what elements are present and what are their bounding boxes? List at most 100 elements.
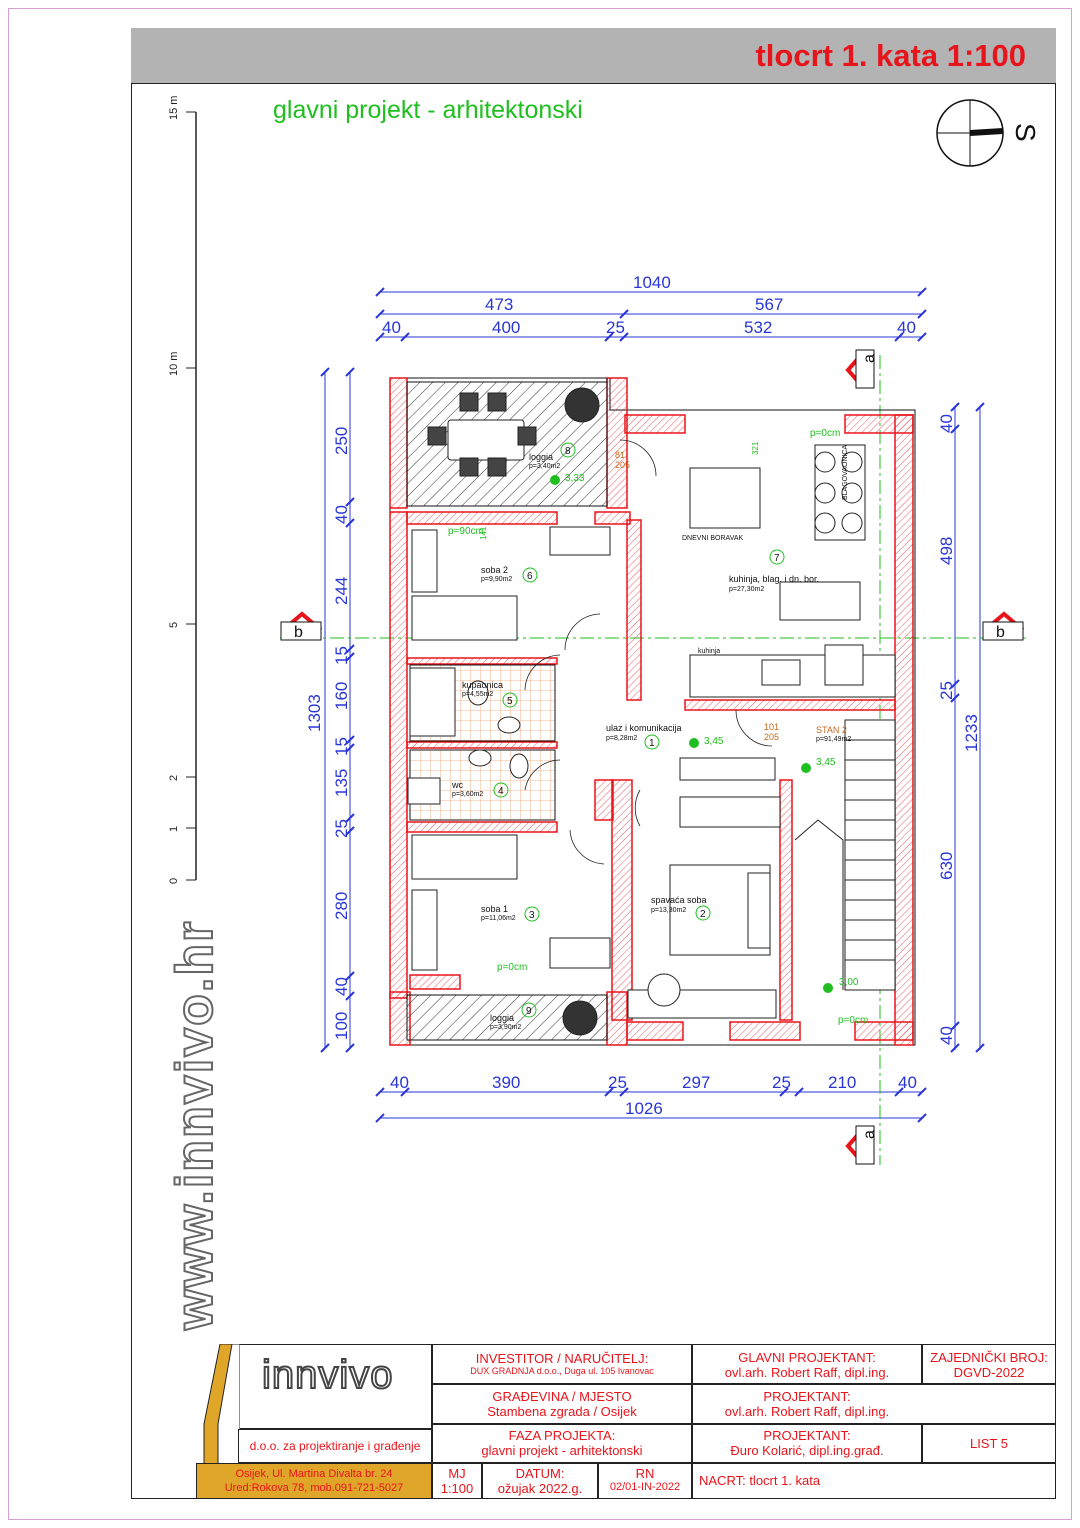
room-area-ulaz: p=8,28m2 xyxy=(606,735,637,742)
label-p0-bottom: p=0cm xyxy=(838,1015,868,1026)
address-line-2: Ured:Rokova 78, mob.091-721-5027 xyxy=(224,1482,404,1494)
joint-number-cell: ZAJEDNIČKI BROJ: DGVD-2022 xyxy=(922,1344,1056,1384)
date-cell: DATUM: ožujak 2022.g. xyxy=(482,1463,598,1499)
compass-label: S xyxy=(1010,123,1041,142)
date-label: DATUM: xyxy=(515,1466,565,1481)
dim-right-4: 630 xyxy=(937,852,956,880)
section-a-top: a xyxy=(861,354,878,363)
dim-right-1: 40 xyxy=(937,414,956,433)
building-cell: GRAĐEVINA / MJESTO Stambena zgrada / Osi… xyxy=(432,1384,692,1424)
main-designer-cell: GLAVNI PROJEKTANT: ovl.arh. Robert Raff,… xyxy=(692,1344,922,1384)
dim-top-overall: 1040 xyxy=(633,273,671,292)
elev-bottom: 3,00 xyxy=(839,977,859,988)
investor-value: DUX GRADNJA d.o.o., Duga ul. 105 Ivanova… xyxy=(470,1366,654,1376)
dim-bottom-1: 40 xyxy=(390,1073,409,1092)
scale-bar: 15 m 10 m 5 2 1 0 xyxy=(168,96,197,884)
room-name-soba1: soba 1 xyxy=(481,904,508,914)
company-logo: innvivo xyxy=(261,1352,394,1398)
scale-label-1: 1 xyxy=(168,826,180,832)
dim-top-detail-2: 400 xyxy=(492,318,520,337)
dimension-lines: 1040 473 567 40 400 25 532 40 40 390 25 … xyxy=(305,273,985,1123)
room-area-spavaca: p=13,30m2 xyxy=(651,907,686,914)
elev-stairs: 3,45 xyxy=(816,757,836,768)
dim-left-10: 40 xyxy=(332,977,351,996)
dim-top-detail-4: 532 xyxy=(744,318,772,337)
room-area-loggia-top: p=3,40m2 xyxy=(529,463,560,470)
building-label: GRAĐEVINA / MJESTO xyxy=(492,1389,632,1404)
dim-left-11: 100 xyxy=(332,1012,351,1040)
room-area-kuhinja: p=27,30m2 xyxy=(729,586,764,593)
label-stan-area: p=91,49m2 xyxy=(816,736,851,743)
dim-left-6: 15 xyxy=(332,737,351,756)
label-blag: BLAGOVAONICA xyxy=(842,445,849,500)
room-name-wc: wc xyxy=(451,780,463,790)
designer2-value: Đuro Kolarić, dipl.ing.građ. xyxy=(730,1443,884,1458)
dim-right-overall: 1233 xyxy=(962,714,981,752)
dim-right-5: 40 xyxy=(937,1026,956,1045)
room-area-wc: p=3,60m2 xyxy=(452,791,483,798)
label-dnevni: DNEVNI BORAVAK xyxy=(682,535,744,542)
label-stan: STAN 2 xyxy=(816,725,847,735)
phase-label: FAZA PROJEKTA: xyxy=(508,1428,616,1443)
scale-value: 1:100 xyxy=(440,1481,474,1496)
room-name-kupaonica: kupaonica xyxy=(462,680,503,690)
dim-left-2: 40 xyxy=(332,505,351,524)
label-window-321: 321 xyxy=(751,441,760,455)
dim-left-9: 280 xyxy=(332,892,351,920)
dim-bottom-4: 297 xyxy=(682,1073,710,1092)
room-name-loggia-top: loggia xyxy=(529,452,553,462)
designer1-label: PROJEKTANT: xyxy=(763,1389,851,1404)
logo-cell: innvivo xyxy=(238,1344,432,1429)
staircase xyxy=(794,719,896,991)
address-cell: Osijek, Ul. Martina Divalta br. 24 Ured:… xyxy=(196,1463,432,1499)
scale-label-15: 15 m xyxy=(168,96,180,120)
room-num-wc: 4 xyxy=(498,786,504,797)
dim-left-1: 250 xyxy=(332,427,351,455)
designer2-label: PROJEKTANT: xyxy=(763,1428,851,1443)
room-num-spavaca: 2 xyxy=(700,909,706,920)
scale-cell: MJ 1:100 xyxy=(432,1463,482,1499)
room-name-loggia-bottom: loggia xyxy=(490,1013,514,1023)
section-a-bottom: a xyxy=(861,1130,878,1139)
scale-label-10: 10 m xyxy=(168,352,180,376)
room-num-kuhinja: 7 xyxy=(774,553,780,564)
dim-top-part-right: 567 xyxy=(755,295,783,314)
logo-stripe-icon xyxy=(203,1343,241,1500)
door-101: 101 xyxy=(764,722,779,732)
main-designer-value: ovl.arh. Robert Raff, dipl.ing. xyxy=(724,1365,890,1380)
dim-bottom-overall: 1026 xyxy=(625,1099,663,1118)
rn-cell: RN 02/01-IN-2022 xyxy=(598,1463,692,1499)
main-designer-label: GLAVNI PROJEKTANT: xyxy=(738,1350,876,1365)
designer1-value: ovl.arh. Robert Raff, dipl.ing. xyxy=(724,1404,890,1419)
rn-value: 02/01-IN-2022 xyxy=(609,1481,681,1493)
dim-right-3: 25 xyxy=(937,681,956,700)
room-area-soba1: p=11,06m2 xyxy=(481,915,516,922)
company-desc: d.o.o. za projektiranje i građenje xyxy=(238,1429,432,1463)
room-num-ulaz: 1 xyxy=(649,738,655,749)
building-value: Stambena zgrada / Osijek xyxy=(487,1404,637,1419)
dim-right-2: 498 xyxy=(937,537,956,565)
door-205-b: 205 xyxy=(764,732,779,742)
level-annotations: p=90cm p=0cm p=0cm p=0cm 3,33 3,45 3,45 … xyxy=(448,428,868,1026)
dim-left-overall: 1303 xyxy=(305,694,324,732)
phase-cell: FAZA PROJEKTA: glavni projekt - arhitekt… xyxy=(432,1424,692,1463)
label-window-141: 141 xyxy=(479,526,488,540)
room-area-soba2: p=9,90m2 xyxy=(481,576,512,583)
project-subtitle: glavni projekt - arhitektonski xyxy=(273,96,583,124)
label-p0-soba1: p=0cm xyxy=(497,962,527,973)
room-num-soba2: 6 xyxy=(527,571,533,582)
door-205-a: 205 xyxy=(615,460,630,470)
room-name-kuhinja: kuhinja, blag. i dn. bor. xyxy=(729,574,819,584)
dim-left-8: 25 xyxy=(332,819,351,838)
compass-icon: S xyxy=(936,99,1041,167)
dim-left-3: 244 xyxy=(332,577,351,605)
designer1-cell: PROJEKTANT: ovl.arh. Robert Raff, dipl.i… xyxy=(692,1384,1056,1424)
dim-bottom-3: 25 xyxy=(608,1073,627,1092)
header-bar: tlocrt 1. kata 1:100 xyxy=(131,28,1056,84)
label-p90: p=90cm xyxy=(448,526,484,537)
room-num-soba1: 3 xyxy=(529,910,535,921)
room-num-loggia-bottom: 9 xyxy=(526,1006,532,1017)
scale-label-2: 2 xyxy=(168,775,180,781)
investor-label: INVESTITOR / NARUČITELJ: xyxy=(475,1351,649,1366)
